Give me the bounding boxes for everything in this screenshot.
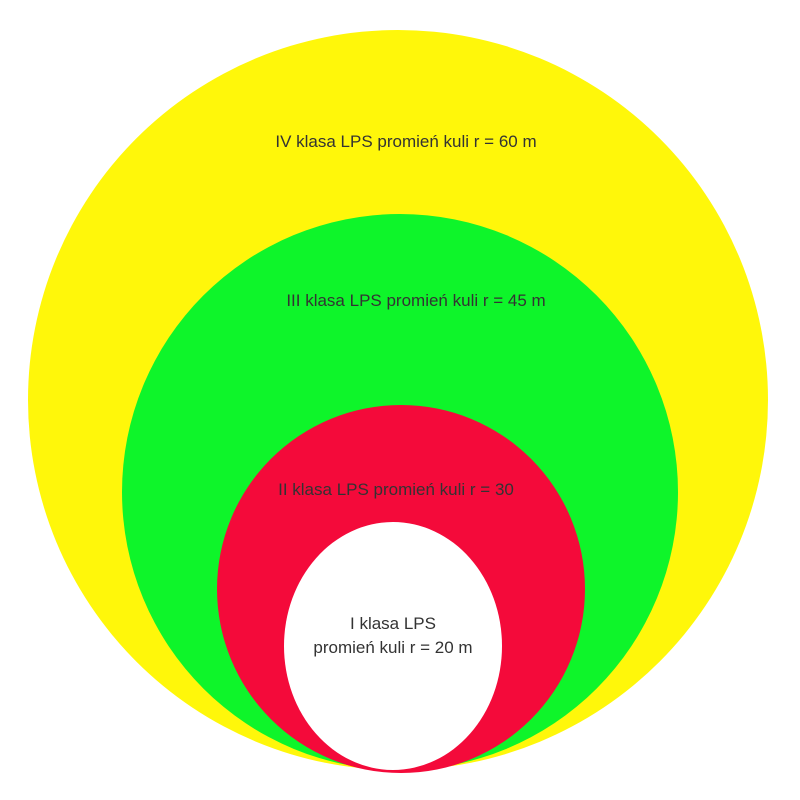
class-iv-label: IV klasa LPS promień kuli r = 60 m: [275, 132, 537, 151]
class-ii-label: II klasa LPS promień kuli r = 30: [278, 480, 514, 499]
class-iii-label: III klasa LPS promień kuli r = 45 m: [286, 291, 546, 310]
class-i-label-line1: I klasa LPS: [350, 614, 436, 633]
class-i-zone-circle: [284, 522, 502, 770]
class-i-label-line2: promień kuli r = 20 m: [313, 638, 473, 657]
